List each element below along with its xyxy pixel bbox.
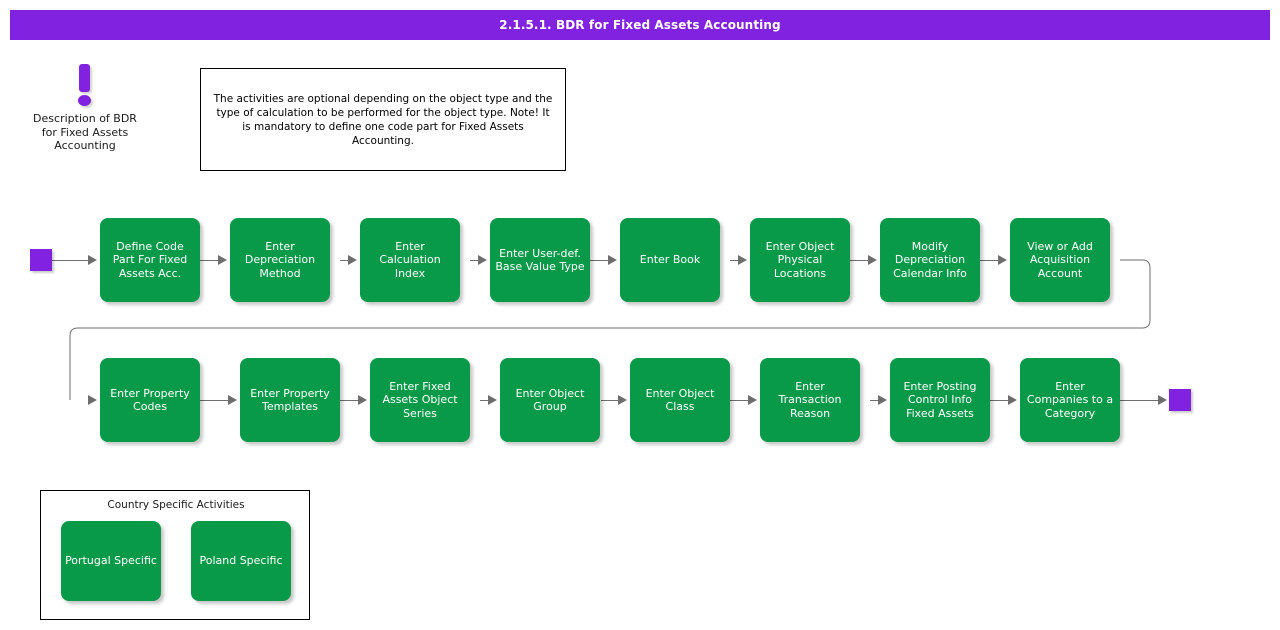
node-enter-object-physical-locations[interactable]: Enter Object Physical Locations (750, 218, 850, 302)
arrow-m2-m3 (358, 395, 367, 405)
node-label: Enter Book (639, 253, 701, 267)
page-title: 2.1.5.1. BDR for Fixed Assets Accounting (499, 18, 781, 32)
node-label: Enter Depreciation Method (244, 239, 316, 280)
node-enter-fixed-assets-object-series[interactable]: Enter Fixed Assets Object Series (370, 358, 470, 442)
node-enter-posting-control-info-fixed-assets[interactable]: Enter Posting Control Info Fixed Assets (890, 358, 990, 442)
arrow-m1-m2 (228, 395, 237, 405)
connector-m8-end (1120, 400, 1160, 401)
node-label: Enter Object Class (645, 386, 715, 414)
node-label: Enter Object Physical Locations (765, 239, 835, 280)
page-title-bar: 2.1.5.1. BDR for Fixed Assets Accounting (10, 10, 1270, 40)
arrow-start-to-n1 (88, 255, 97, 265)
node-enter-companies-to-a-category[interactable]: Enter Companies to a Category (1020, 358, 1120, 442)
node-enter-user-def-base-value-type[interactable]: Enter User-def. Base Value Type (490, 218, 590, 302)
connector-m7-m8 (990, 400, 1011, 401)
start-terminator[interactable] (30, 249, 52, 271)
arrow-n6-n7 (868, 255, 877, 265)
node-label: Enter User-def. Base Value Type (495, 246, 585, 274)
node-label: Portugal Specific (65, 554, 157, 568)
connector-n1-n2 (200, 260, 221, 261)
connector-m5-m6 (730, 400, 751, 401)
connector-m1-m2 (200, 400, 231, 401)
connector-m4-m5 (601, 400, 621, 401)
node-label: Enter Fixed Assets Object Series (382, 379, 458, 420)
connector-n6-n7 (850, 260, 871, 261)
node-enter-property-templates[interactable]: Enter Property Templates (240, 358, 340, 442)
exclamation-icon (20, 62, 150, 110)
connector-n3-n4 (470, 260, 481, 261)
description-block: Description of BDR for Fixed Assets Acco… (20, 62, 150, 153)
arrow-m6-m7 (878, 395, 887, 405)
node-label: Enter Posting Control Info Fixed Assets (903, 379, 977, 420)
note-text: The activities are optional depending on… (213, 92, 553, 147)
connector-start-to-n1 (51, 260, 91, 261)
node-enter-book[interactable]: Enter Book (620, 218, 720, 302)
node-poland-specific[interactable]: Poland Specific (191, 521, 291, 601)
country-specific-activities-group: Country Specific Activities Portugal Spe… (40, 490, 310, 620)
node-enter-object-class[interactable]: Enter Object Class (630, 358, 730, 442)
arrow-m3-m4 (488, 395, 497, 405)
exclamation-dot (78, 95, 91, 106)
arrow-wrap-to-m1 (88, 395, 97, 405)
node-label: Poland Specific (199, 554, 283, 568)
node-label: View or Add Acquisition Account (1027, 239, 1093, 280)
connector-m3-m4 (480, 400, 491, 401)
connector-n4-n5 (590, 260, 611, 261)
node-label: Enter Property Templates (250, 386, 330, 414)
node-enter-property-codes[interactable]: Enter Property Codes (100, 358, 200, 442)
connector-n5-n6 (730, 260, 741, 261)
node-define-code-part-for-fixed-assets-acc[interactable]: Define Code Part For Fixed Assets Acc. (100, 218, 200, 302)
arrow-n3-n4 (478, 255, 487, 265)
arrow-n7-n8 (998, 255, 1007, 265)
connector-m2-m3 (340, 400, 361, 401)
arrow-n5-n6 (738, 255, 747, 265)
arrow-n4-n5 (608, 255, 617, 265)
node-label: Enter Transaction Reason (778, 379, 842, 420)
country-group-title: Country Specific Activities (107, 499, 245, 511)
note-box: The activities are optional depending on… (200, 68, 566, 171)
connector-n7-n8 (980, 260, 1001, 261)
node-label: Enter Companies to a Category (1026, 379, 1114, 420)
node-enter-depreciation-method[interactable]: Enter Depreciation Method (230, 218, 330, 302)
node-portugal-specific[interactable]: Portugal Specific (61, 521, 161, 601)
arrow-m5-m6 (748, 395, 757, 405)
node-label: Enter Object Group (515, 386, 585, 414)
node-label: Enter Calculation Index (379, 239, 441, 280)
node-label: Enter Property Codes (110, 386, 190, 414)
node-view-or-add-acquisition-account[interactable]: View or Add Acquisition Account (1010, 218, 1110, 302)
node-enter-object-group[interactable]: Enter Object Group (500, 358, 600, 442)
arrow-n1-n2 (218, 255, 227, 265)
node-label: Modify Depreciation Calendar Info (893, 239, 967, 280)
node-modify-depreciation-calendar-info[interactable]: Modify Depreciation Calendar Info (880, 218, 980, 302)
end-terminator[interactable] (1169, 389, 1191, 411)
description-label: Description of BDR for Fixed Assets Acco… (33, 112, 137, 152)
connector-m6-m7 (870, 400, 881, 401)
arrow-m8-end (1158, 395, 1167, 405)
arrow-n2-n3 (348, 255, 357, 265)
node-enter-transaction-reason[interactable]: Enter Transaction Reason (760, 358, 860, 442)
arrow-m4-m5 (618, 395, 627, 405)
connector-n2-n3 (340, 260, 351, 261)
exclamation-bar (79, 64, 90, 92)
node-enter-calculation-index[interactable]: Enter Calculation Index (360, 218, 460, 302)
node-label: Define Code Part For Fixed Assets Acc. (112, 239, 188, 280)
arrow-m7-m8 (1008, 395, 1017, 405)
